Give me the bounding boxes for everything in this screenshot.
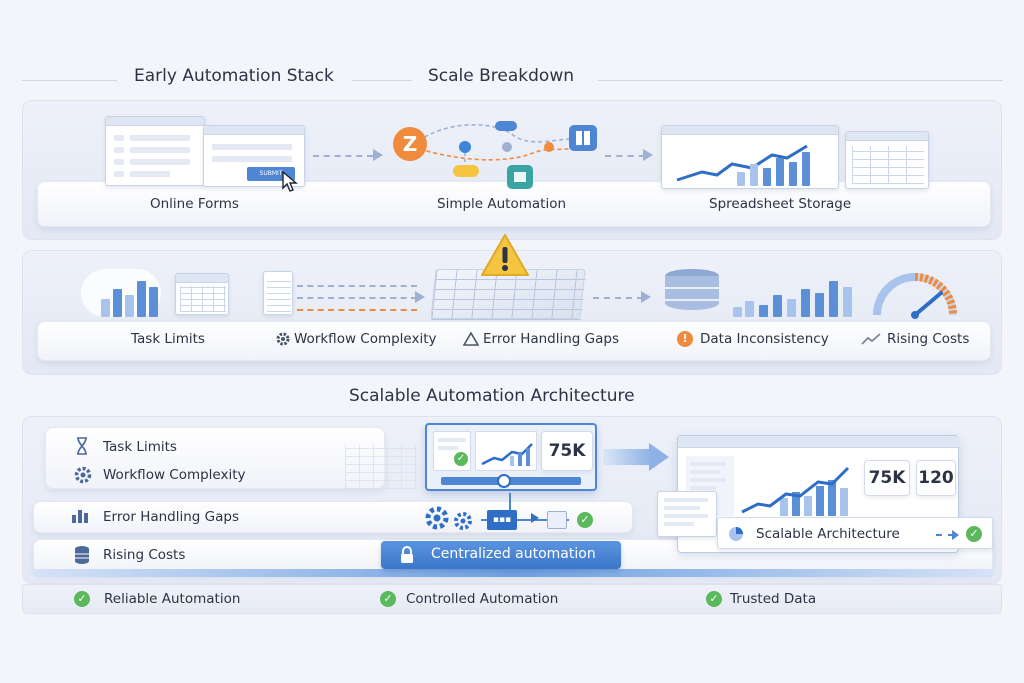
arch-top-shelf	[45, 427, 385, 489]
check-icon: ✓	[966, 526, 982, 542]
kpi-120-right: 120	[916, 460, 956, 496]
check-icon: ✓	[706, 591, 722, 607]
centralized-automation-label: Centralized automation	[431, 546, 596, 562]
arch-label-workflow-complexity: Workflow Complexity	[103, 467, 246, 483]
bar-chart-icon	[72, 510, 88, 523]
gauge-icon	[873, 273, 957, 319]
gear-icon	[74, 466, 92, 484]
workflow-line-3	[297, 309, 417, 311]
center-connector	[509, 493, 511, 511]
label-workflow-complexity: Workflow Complexity	[294, 331, 437, 347]
alert-dot-icon: !	[677, 331, 693, 347]
outcome-trusted-data: Trusted Data	[730, 591, 817, 607]
label-data-inconsistency: Data Inconsistency	[700, 331, 829, 347]
workflow-arrowhead	[415, 291, 425, 303]
workflow-doc-icon	[263, 271, 293, 315]
heading-rule-mid	[352, 80, 412, 81]
heading-scalable-architecture: Scalable Automation Architecture	[349, 386, 635, 406]
label-task-limits: Task Limits	[131, 331, 205, 347]
hourglass-icon	[77, 437, 87, 455]
label-simple-automation: Simple Automation	[437, 196, 567, 212]
center-dashboard: ✓ 75K	[425, 423, 597, 491]
label-online-forms: Online Forms	[150, 196, 239, 212]
pie-icon	[729, 527, 743, 541]
arch-base-glow	[33, 569, 993, 577]
label-error-handling-gaps: Error Handling Gaps	[483, 331, 620, 347]
chart-window-icon	[661, 125, 839, 189]
label-rising-costs: Rising Costs	[887, 331, 970, 347]
breakdown-arrowhead	[641, 291, 651, 303]
growth-chart	[741, 466, 850, 516]
tag-arrow-line	[936, 534, 954, 536]
heading-early-automation-stack: Early Automation Stack	[134, 66, 334, 86]
heading-rule-left	[22, 80, 117, 81]
form-window-icon	[105, 116, 205, 186]
workflow-line-2	[297, 297, 417, 299]
check-icon: ✓	[454, 452, 468, 466]
scalable-architecture-panel: Task Limits Workflow Complexity Error Ha…	[22, 416, 1002, 584]
pipeline-line	[481, 519, 569, 521]
side-panel-icon	[657, 491, 717, 537]
task-bars-chart	[101, 273, 171, 317]
kpi-75k-right: 75K	[864, 460, 910, 496]
small-warning-icon	[463, 332, 479, 346]
database-icon	[665, 269, 719, 317]
check-icon: ✓	[380, 591, 396, 607]
arch-label-error-handling-gaps: Error Handling Gaps	[103, 509, 240, 525]
scale-breakdown-panel: Task Limits Workflow Complexity Error Ha…	[22, 234, 1002, 375]
outcomes-bar	[22, 584, 1002, 614]
workflow-line-1	[297, 285, 417, 287]
cursor-icon	[282, 171, 298, 192]
task-sheet-icon	[175, 273, 229, 315]
breakdown-shelf	[37, 321, 991, 361]
kpi-75k-center: 75K	[541, 431, 593, 471]
breakdown-arrow	[593, 297, 643, 299]
check-icon: ✓	[577, 512, 593, 528]
faded-sheet-icon	[345, 445, 417, 489]
flow-arrow-2	[605, 155, 645, 157]
arch-label-rising-costs: Rising Costs	[103, 547, 186, 563]
pipeline-app-icon	[547, 511, 567, 529]
pipeline-node: ▪▪▪	[487, 510, 517, 530]
scalable-architecture-tag: Scalable Architecture ✓	[717, 517, 993, 549]
sheet-window-icon	[845, 131, 929, 189]
gears-icon	[425, 506, 472, 530]
label-spreadsheet-storage: Spreadsheet Storage	[709, 196, 852, 212]
early-stack-panel: SUBMIT Online Forms Z Simple Automation	[22, 100, 1002, 240]
big-flow-arrowhead	[649, 443, 669, 471]
inconsistency-bars-chart	[733, 275, 863, 317]
trend-icon	[861, 333, 881, 345]
flow-arrow-1	[313, 155, 373, 157]
check-icon: ✓	[74, 591, 90, 607]
zapier-icon: Z	[393, 127, 427, 161]
gear-icon	[276, 332, 290, 346]
big-flow-arrow	[603, 449, 651, 465]
scalable-architecture-label: Scalable Architecture	[756, 526, 900, 542]
heading-rule-right	[598, 80, 1003, 81]
automation-flow-icon	[412, 121, 584, 189]
lock-icon	[401, 546, 413, 563]
warning-icon	[481, 234, 529, 276]
grid-app-icon	[569, 125, 597, 151]
outcome-controlled-automation: Controlled Automation	[406, 591, 559, 607]
heading-scale-breakdown: Scale Breakdown	[428, 66, 575, 86]
tag-arrowhead	[952, 530, 959, 540]
flow-arrowhead-2	[643, 149, 653, 161]
pipeline-arrow	[531, 513, 539, 523]
outcome-reliable-automation: Reliable Automation	[104, 591, 241, 607]
database-small-icon	[75, 546, 89, 564]
centralized-automation-button[interactable]: Centralized automation	[381, 541, 621, 569]
arch-label-task-limits: Task Limits	[103, 439, 177, 455]
flow-arrowhead-1	[373, 149, 383, 161]
